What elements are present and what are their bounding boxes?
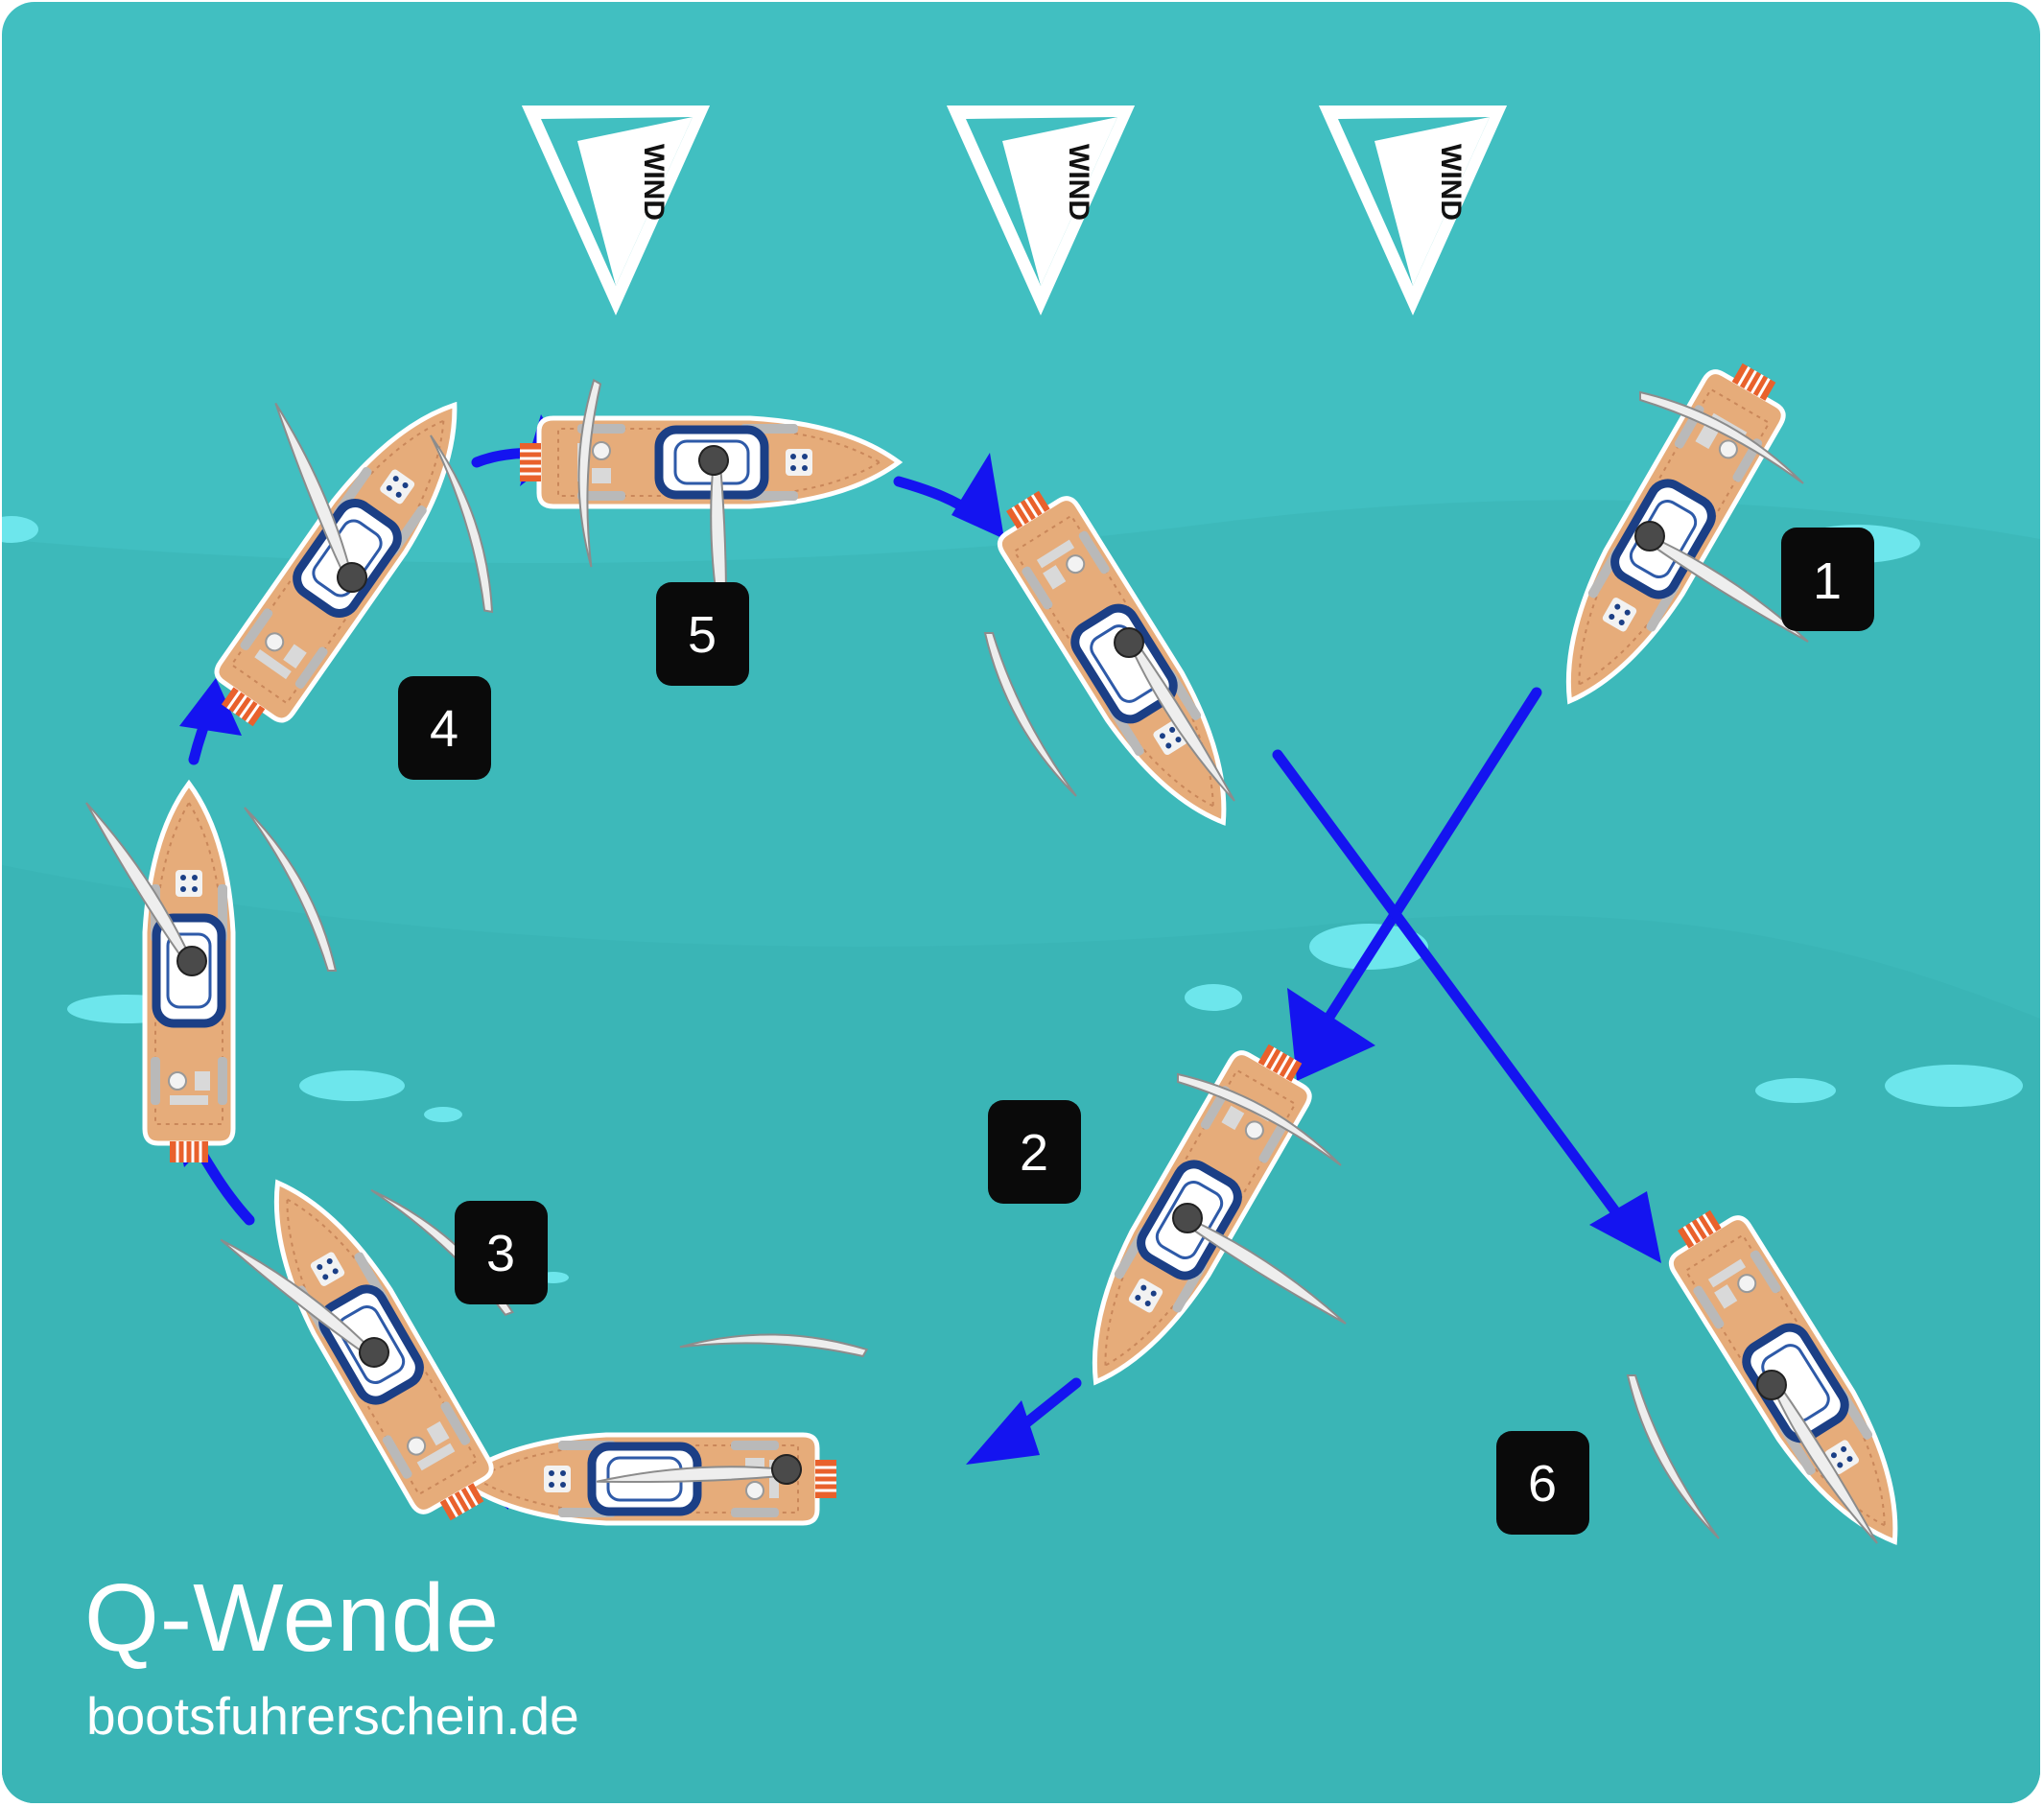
- wind-flag-label: WIND: [1063, 144, 1094, 221]
- source-url: bootsfuhrerschein.de: [86, 1686, 579, 1746]
- position-badge: 5: [656, 582, 749, 686]
- arrowhead: [966, 1400, 1040, 1465]
- position-badge: 2: [988, 1100, 1081, 1204]
- diagram-title: Q-Wende: [84, 1564, 501, 1672]
- wind-flag: WIND: [521, 106, 711, 316]
- arrowhead: [179, 678, 242, 736]
- position-label: 1: [1813, 552, 1842, 610]
- position-label: 4: [430, 700, 458, 758]
- arrowhead: [1589, 1191, 1661, 1263]
- wind-flag-label: WIND: [638, 144, 670, 221]
- wind-flag-label: WIND: [1435, 144, 1467, 221]
- position-label: 5: [688, 606, 717, 664]
- position-label: 2: [1020, 1124, 1048, 1182]
- position-badge: 4: [398, 676, 491, 780]
- arrowhead: [952, 453, 1004, 539]
- position-badge: 6: [1496, 1431, 1589, 1535]
- position-label: 6: [1528, 1455, 1557, 1513]
- wind-flag: WIND: [1318, 106, 1508, 316]
- wind-flag: WIND: [946, 106, 1136, 316]
- position-badge: 3: [455, 1201, 548, 1304]
- position-badge: 1: [1781, 528, 1874, 631]
- arrowhead: [1287, 988, 1375, 1081]
- position-label: 3: [486, 1225, 515, 1282]
